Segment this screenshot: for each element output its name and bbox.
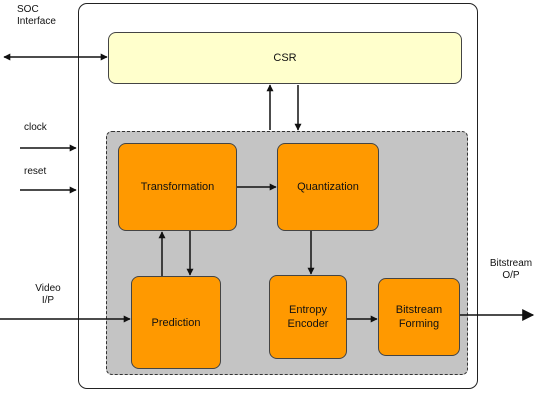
csr-label: CSR: [273, 52, 297, 64]
video-label-line2: I/P: [41, 295, 55, 306]
bitstream-output-line1: Bitstream: [489, 258, 533, 269]
reset-label: reset: [24, 166, 46, 178]
soc-label-line2: Interface: [17, 16, 56, 27]
transformation-block: Transformation: [118, 143, 237, 231]
clock-label-text: clock: [24, 122, 47, 133]
video-label-line1: Video: [35, 283, 61, 294]
bitstream-output-line2: O/P: [502, 270, 520, 281]
clock-label: clock: [24, 122, 47, 134]
reset-label-text: reset: [24, 166, 47, 177]
prediction-label: Prediction: [151, 316, 201, 329]
entropy-label-line1: Entropy: [289, 304, 327, 316]
entropy-label-line2: Encoder: [287, 318, 329, 330]
prediction-block: Prediction: [131, 276, 221, 369]
bitstream-forming-line1: Bitstream: [395, 304, 443, 316]
bitstream-forming-label: Bitstream Forming: [396, 303, 442, 331]
bitstream-forming-line2: Forming: [398, 318, 440, 330]
quantization-label: Quantization: [297, 181, 359, 193]
video-input-label: Video I/P: [22, 283, 74, 307]
bitstream-output-label: Bitstream O/P: [482, 258, 540, 282]
bitstream-forming-block: Bitstream Forming: [378, 278, 460, 356]
entropy-encoder-label: Entropy Encoder: [288, 303, 329, 331]
entropy-encoder-block: Entropy Encoder: [269, 275, 347, 359]
quantization-block: Quantization: [277, 143, 379, 231]
soc-label-line1: SOC: [17, 4, 39, 15]
soc-interface-label: SOC Interface: [17, 4, 56, 28]
csr-block: CSR: [108, 32, 462, 84]
transformation-label: Transformation: [140, 181, 215, 193]
